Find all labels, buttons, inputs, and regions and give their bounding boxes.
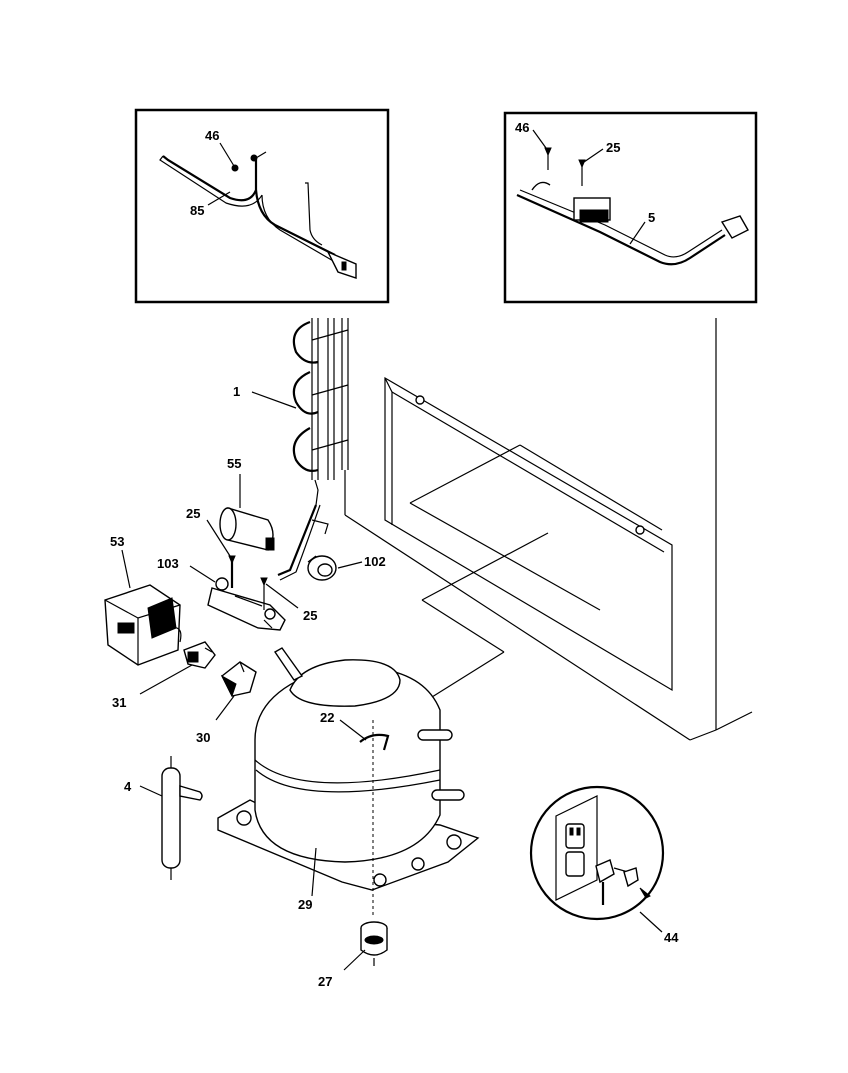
label-25-bottom: 25 (303, 608, 317, 623)
label-55: 55 (227, 456, 241, 471)
wire-harness-85-drawing (159, 151, 357, 279)
leader-85 (207, 191, 231, 206)
leader-46-right (532, 129, 547, 149)
leader-103 (189, 565, 216, 583)
label-102: 102 (364, 554, 386, 569)
mounting-bracket (207, 577, 286, 631)
label-46-left: 46 (205, 128, 219, 143)
leader-25-right (583, 148, 604, 163)
label-53: 53 (110, 534, 124, 549)
inset-right-box: 46 25 5 (503, 111, 758, 304)
label-22: 22 (320, 710, 334, 725)
clip-102 (307, 555, 337, 581)
leader-31 (139, 664, 193, 695)
label-4: 4 (124, 779, 132, 794)
compressor (217, 647, 480, 891)
wire-harness-5-drawing (516, 147, 749, 266)
label-85: 85 (190, 203, 204, 218)
label-30: 30 (196, 730, 210, 745)
leader-30 (215, 695, 235, 721)
power-cord-detail (529, 785, 665, 921)
label-31: 31 (112, 695, 126, 710)
screw-top (228, 555, 236, 588)
label-103: 103 (157, 556, 179, 571)
leader-29 (311, 847, 317, 897)
label-46-right: 46 (515, 120, 529, 135)
leader-102 (337, 561, 363, 569)
relay-cover (104, 584, 182, 666)
leader-4 (139, 785, 163, 797)
leader-46-left (219, 142, 235, 167)
label-25-right: 25 (606, 140, 620, 155)
leader-22 (339, 719, 367, 741)
label-29: 29 (298, 897, 312, 912)
condenser-coil (292, 318, 349, 506)
filter-drier (161, 756, 203, 880)
overload-protector (183, 641, 216, 669)
leader-44 (639, 911, 663, 933)
grommet (360, 921, 388, 966)
label-25-top: 25 (186, 506, 200, 521)
label-27: 27 (318, 974, 332, 989)
leader-25-bottom (265, 583, 299, 609)
screw-bottom (260, 577, 268, 610)
leader-53 (121, 549, 131, 589)
label-44: 44 (664, 930, 679, 945)
inset-left-box: 46 85 (134, 108, 390, 304)
capacitor (219, 504, 329, 581)
label-5: 5 (648, 210, 655, 225)
leader-27 (343, 949, 366, 971)
leader-25-top (206, 519, 231, 557)
label-1: 1 (233, 384, 240, 399)
relay (220, 661, 257, 698)
cabinet-frame (344, 318, 753, 741)
leader-1 (251, 391, 297, 409)
leader-5 (629, 221, 646, 245)
